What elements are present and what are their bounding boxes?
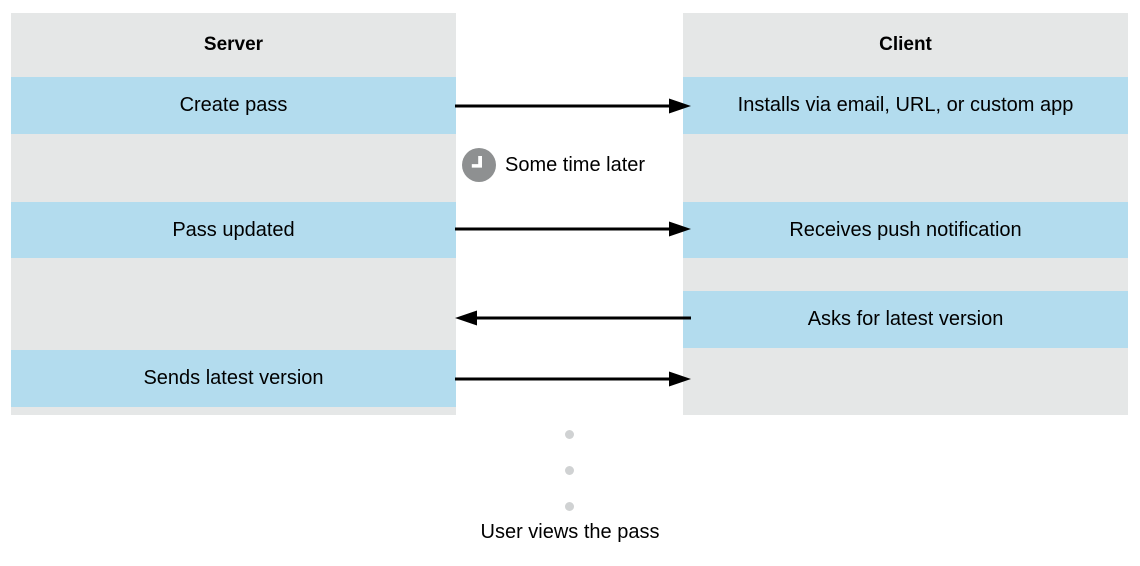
message-band: Sends latest version	[11, 350, 456, 407]
continuation-dots	[565, 430, 574, 511]
message-band: Installs via email, URL, or custom app	[683, 77, 1128, 134]
message-label: Pass updated	[172, 218, 295, 241]
time-gap-marker: Some time later	[462, 148, 645, 182]
continuation-dot	[565, 466, 574, 475]
spacer-band	[683, 348, 1128, 415]
message-label: Asks for latest version	[807, 308, 1004, 330]
clock-icon	[462, 148, 496, 182]
footer-caption: User views the pass	[480, 521, 660, 543]
message-label: Sends latest version	[143, 367, 324, 389]
time-gap-label: Some time later	[505, 153, 646, 176]
message-band: Asks for latest version	[683, 291, 1128, 348]
message-band: Create pass	[11, 77, 456, 134]
message-arrow-pass-updated	[455, 221, 691, 237]
message-arrow-asks-for-latest-version	[455, 310, 691, 326]
lifeline-title: Client	[879, 34, 932, 56]
message-label: Create pass	[179, 94, 288, 116]
message-band: Receives push notification	[683, 202, 1128, 258]
message-label: Installs via email, URL, or custom app	[737, 94, 1074, 116]
spacer-band	[683, 134, 1128, 202]
spacer-band	[11, 134, 456, 202]
continuation-dot	[565, 502, 574, 511]
continuation-dot	[565, 430, 574, 439]
lifeline-header-client: Client	[683, 13, 1128, 77]
spacer-band	[11, 407, 456, 415]
message-label: Receives push notification	[789, 218, 1022, 241]
spacer-band	[11, 258, 456, 350]
spacer-band	[683, 258, 1128, 291]
message-band: Pass updated	[11, 202, 456, 258]
lifeline-title: Server	[203, 34, 264, 56]
message-arrow-sends-latest-version	[455, 371, 691, 387]
message-arrow-create-pass	[455, 98, 691, 114]
lifeline-header-server: Server	[11, 13, 456, 77]
